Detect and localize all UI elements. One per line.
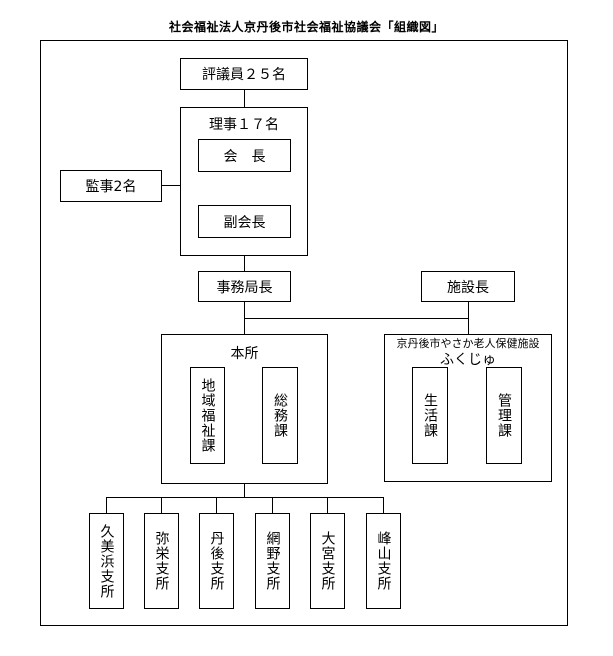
secretary-general-box: 事務局長 (198, 271, 291, 302)
auditors-box: 監事2名 (60, 170, 162, 202)
facility-dept-1: 生活課 (412, 367, 448, 464)
facility-box: 京丹後市やさか老人保健施設 ふくじゅ (384, 334, 552, 482)
president-label: 会 長 (223, 148, 266, 165)
connector-branch-4 (272, 497, 273, 513)
secretary-general-label: 事務局長 (216, 279, 273, 296)
connector-councilors-board (244, 90, 245, 107)
connector-head-office-branches (244, 484, 245, 497)
vice-president-label: 副会長 (223, 214, 266, 231)
connector-board-secretary (244, 256, 245, 271)
connector-main-horizontal (244, 318, 468, 319)
connector-to-facility (468, 318, 469, 334)
head-office-dept-2: 総務課 (262, 367, 298, 464)
facility-name-line1: 京丹後市やさか老人保健施設 (396, 337, 540, 350)
councilors-label: 評議員２５名 (202, 67, 286, 83)
vice-president-box: 副会長 (198, 205, 291, 238)
branch-box-4: 網野支所 (255, 513, 290, 609)
branch-box-3: 丹後支所 (199, 513, 234, 609)
auditors-label: 監事2名 (85, 179, 137, 195)
connector-auditors-board (162, 185, 180, 186)
branch-box-6: 峰山支所 (366, 513, 401, 609)
facility-name-line2: ふくじゅ (440, 352, 496, 368)
councilors-box: 評議員２５名 (180, 58, 308, 90)
connector-branch-5 (327, 497, 328, 513)
president-box: 会 長 (198, 139, 291, 172)
board-label: 理事１７名 (209, 117, 279, 133)
chart-frame (40, 40, 568, 626)
head-office-label: 本所 (230, 346, 259, 362)
branch-box-2: 弥栄支所 (144, 513, 179, 609)
connector-branch-6 (383, 497, 384, 513)
head-office-box: 本所 (161, 334, 328, 484)
branch-box-5: 大宮支所 (310, 513, 345, 609)
chart-title: 社会福祉法人京丹後市社会福祉協議会「組織図」 (168, 20, 444, 34)
branch-box-1: 久美浜支所 (89, 513, 124, 609)
connector-to-head-office (244, 318, 245, 334)
connector-branch-1 (106, 497, 107, 513)
facility-director-box: 施設長 (421, 271, 515, 302)
connector-branches-horizontal (106, 497, 383, 498)
facility-dept-2: 管理課 (486, 367, 522, 464)
connector-branch-2 (161, 497, 162, 513)
connector-secretary-down (244, 302, 245, 318)
facility-director-label: 施設長 (447, 279, 489, 296)
head-office-dept-1: 地域福祉課 (190, 367, 225, 464)
connector-branch-3 (216, 497, 217, 513)
connector-director-down (468, 302, 469, 318)
